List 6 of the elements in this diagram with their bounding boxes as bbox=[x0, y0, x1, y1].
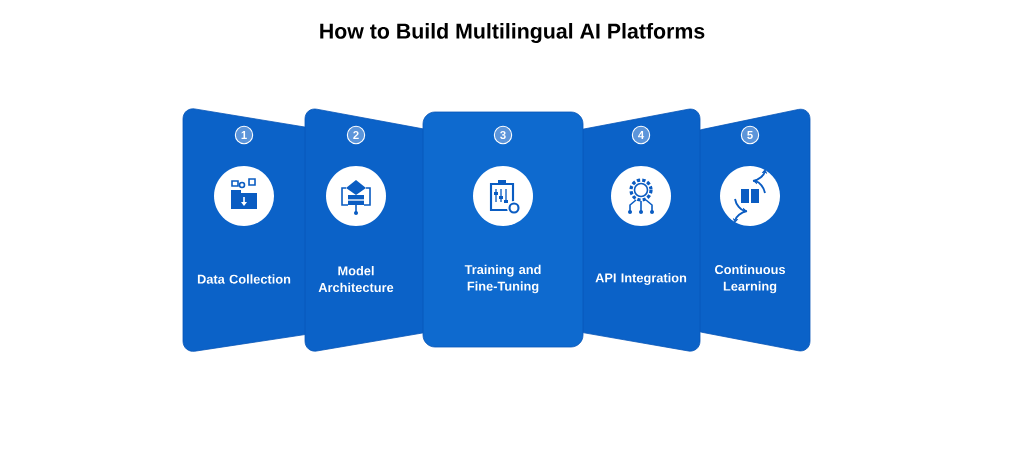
step-number: 5 bbox=[740, 125, 760, 145]
step-number: 2 bbox=[346, 125, 366, 145]
title: How to Build Multilingual AI Platforms bbox=[320, 23, 705, 43]
step-number: 1 bbox=[234, 125, 254, 145]
step-number: 3 bbox=[493, 125, 513, 145]
step-number: 4 bbox=[631, 125, 651, 145]
